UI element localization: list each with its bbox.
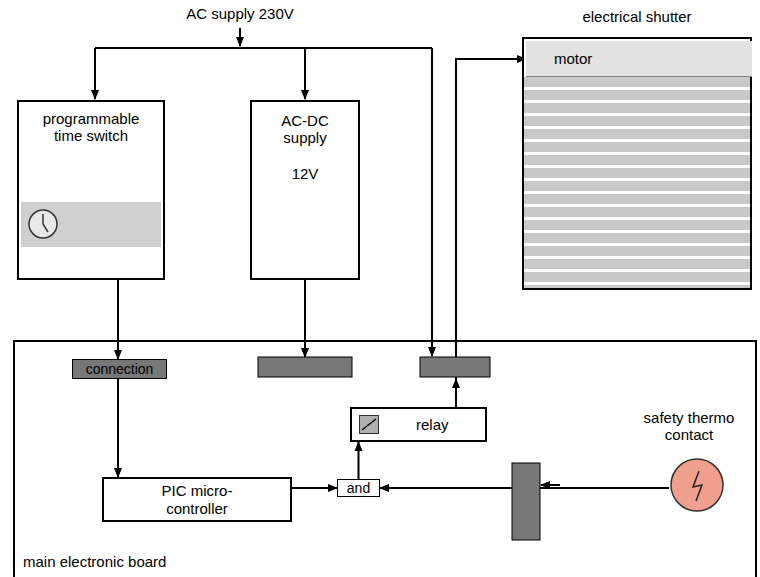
- signal-arrow: [456, 59, 526, 407]
- node-text: programmable time switch: [35, 110, 147, 145]
- node-text: safety thermo contact: [627, 409, 751, 444]
- and-gate: and: [337, 479, 380, 497]
- node-text: 12V: [292, 165, 319, 182]
- clock-panel: [21, 202, 161, 247]
- node-text: main electronic board: [23, 553, 166, 570]
- supply-label: AC supply 230V: [180, 5, 300, 22]
- relay-box: relay: [350, 407, 487, 442]
- relay-symbol: [359, 415, 379, 434]
- clock-icon: [21, 202, 161, 247]
- node-text: AC-DC supply: [269, 112, 341, 147]
- shutter-box: electrical shuttermotor: [522, 37, 752, 290]
- board-outline: main electronic board connection relayPIC …: [13, 340, 757, 577]
- signal-arrow: [304, 280, 306, 357]
- terminal-block: [512, 463, 540, 540]
- power-supply-box: AC-DC supply 12V: [250, 100, 360, 280]
- terminal-block: connection: [72, 359, 167, 379]
- thermo-contact: safety thermo contact: [669, 457, 725, 513]
- node-text: motor: [554, 50, 592, 67]
- node-text: relay: [416, 416, 449, 433]
- terminal-block: [258, 357, 352, 377]
- signal-arrow: [358, 442, 360, 479]
- node-text: connection: [86, 361, 154, 377]
- signal-arrow: [292, 487, 337, 489]
- thermo-symbol: [669, 457, 725, 513]
- node-text: electrical shutter: [524, 8, 750, 25]
- node-text: and: [347, 481, 370, 495]
- terminal-block: [420, 357, 490, 377]
- motor-band: motor: [526, 41, 752, 77]
- signal-arrow: [117, 280, 119, 359]
- signal-arrow: [117, 379, 119, 477]
- controller-box: PIC micro-controller: [102, 477, 292, 522]
- node-text: PIC micro-controller: [135, 482, 260, 517]
- shutter-slats: [524, 77, 750, 288]
- time-switch-box: programmable time switch: [17, 100, 165, 280]
